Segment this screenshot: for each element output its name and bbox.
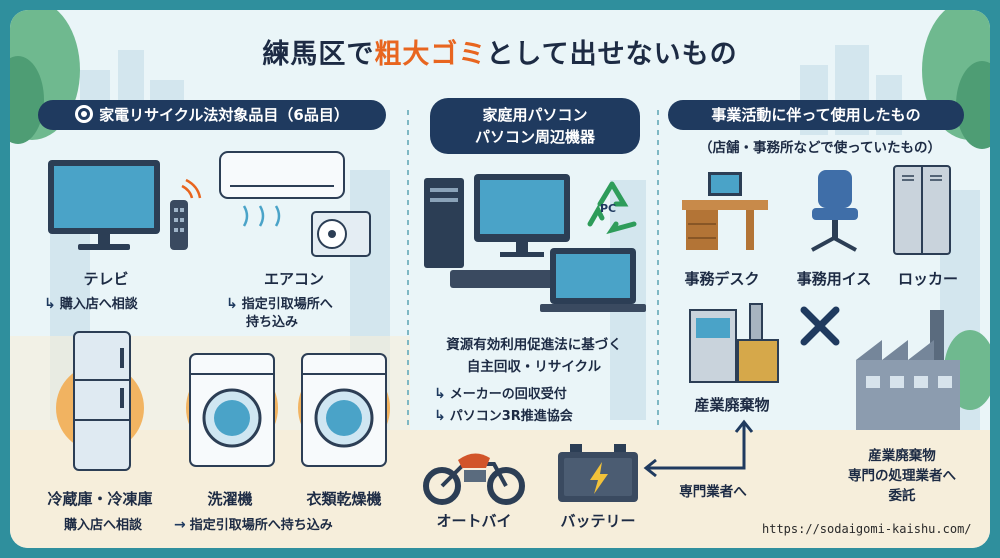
pc-header-line2: パソコン周辺機器 [474,128,595,146]
dealer-label: 専門業者へ [679,484,747,500]
double-circle-icon [75,105,94,123]
washer-icon [186,353,278,467]
cross-mark-icon [800,306,840,346]
pc-desc-line1: 資源有効利用促進法に基づく [446,337,622,353]
motorbike-icon [423,453,525,505]
battery-icon [558,444,638,502]
bent-arrow-icon: ↳ [44,296,56,312]
pc-section-header: 家庭用パソコン パソコン周辺機器 [430,98,640,154]
page-title: 練馬区で粗大ゴミとして出せないもの [262,39,738,70]
aircon-icon [219,151,371,257]
bottom-note-consult: 購入店へ相談 [64,518,143,533]
industrial-waste-label: 産業廃棄物 [694,396,770,414]
factory-line3: 委託 [888,488,916,504]
motorbike-label: オートバイ [436,512,512,530]
pc-set-icon [424,174,646,312]
office-desk-icon [682,172,768,250]
arrow-right-icon: → [174,517,186,533]
tv-icon [48,160,202,250]
dryer-label: 衣類乾燥機 [306,490,382,508]
tv-note: ↳購入店へ相談 [44,296,138,312]
bent-arrow-icon: ↳ [434,408,446,424]
pc-route-association: ↳パソコン3R推進協会 [434,408,573,424]
pc-header-line1: 家庭用パソコン [482,106,588,124]
aircon-note-line1: ↳指定引取場所へ [226,296,333,312]
fridge-label: 冷蔵庫・冷凍庫 [47,490,153,508]
washer-label: 洗濯機 [207,490,253,508]
dryer-icon [298,353,390,467]
bent-arrow-icon: ↳ [226,296,238,312]
locker-icon [893,165,951,255]
tv-label: テレビ [83,270,129,288]
office-chair-icon [811,170,858,252]
industrial-machine-icon [689,303,779,383]
recycle-icon [587,181,637,235]
battery-label: バッテリー [560,512,636,530]
pc-route-maker: ↳メーカーの回収受付 [434,386,567,402]
factory-line1: 産業廃棄物 [868,448,936,464]
appliance-section-header: 家電リサイクル法対象品目（6品目） [38,100,386,130]
factory-icon [856,310,960,430]
locker-label: ロッカー [897,270,958,288]
factory-line2: 専門の処理業者へ [848,468,956,484]
recycle-badge-text: PC [600,202,617,215]
aircon-label: エアコン [263,270,324,288]
infographic-card: 練馬区で粗大ゴミとして出せないもの 家電リサイクル法対象品目（6品目） テレビ … [10,10,990,548]
business-section-header: 事業活動に伴って使用したもの [668,100,964,130]
pc-desc-line2: 自主回収・リサイクル [466,359,602,375]
business-subheader: （店舗・事務所などで使っていたもの） [698,140,942,156]
aircon-note-line2: 持ち込み [246,315,299,330]
dealer-arrow-icon [643,419,754,478]
bent-arrow-icon: ↳ [434,386,446,402]
desk-label: 事務デスク [684,270,760,288]
chair-label: 事務用イス [796,270,872,288]
fridge-icon [56,331,144,471]
source-url[interactable]: https://sodaigomi-kaishu.com/ [762,522,972,536]
bottom-note-takeback: →指定引取場所へ持ち込み [174,517,333,533]
